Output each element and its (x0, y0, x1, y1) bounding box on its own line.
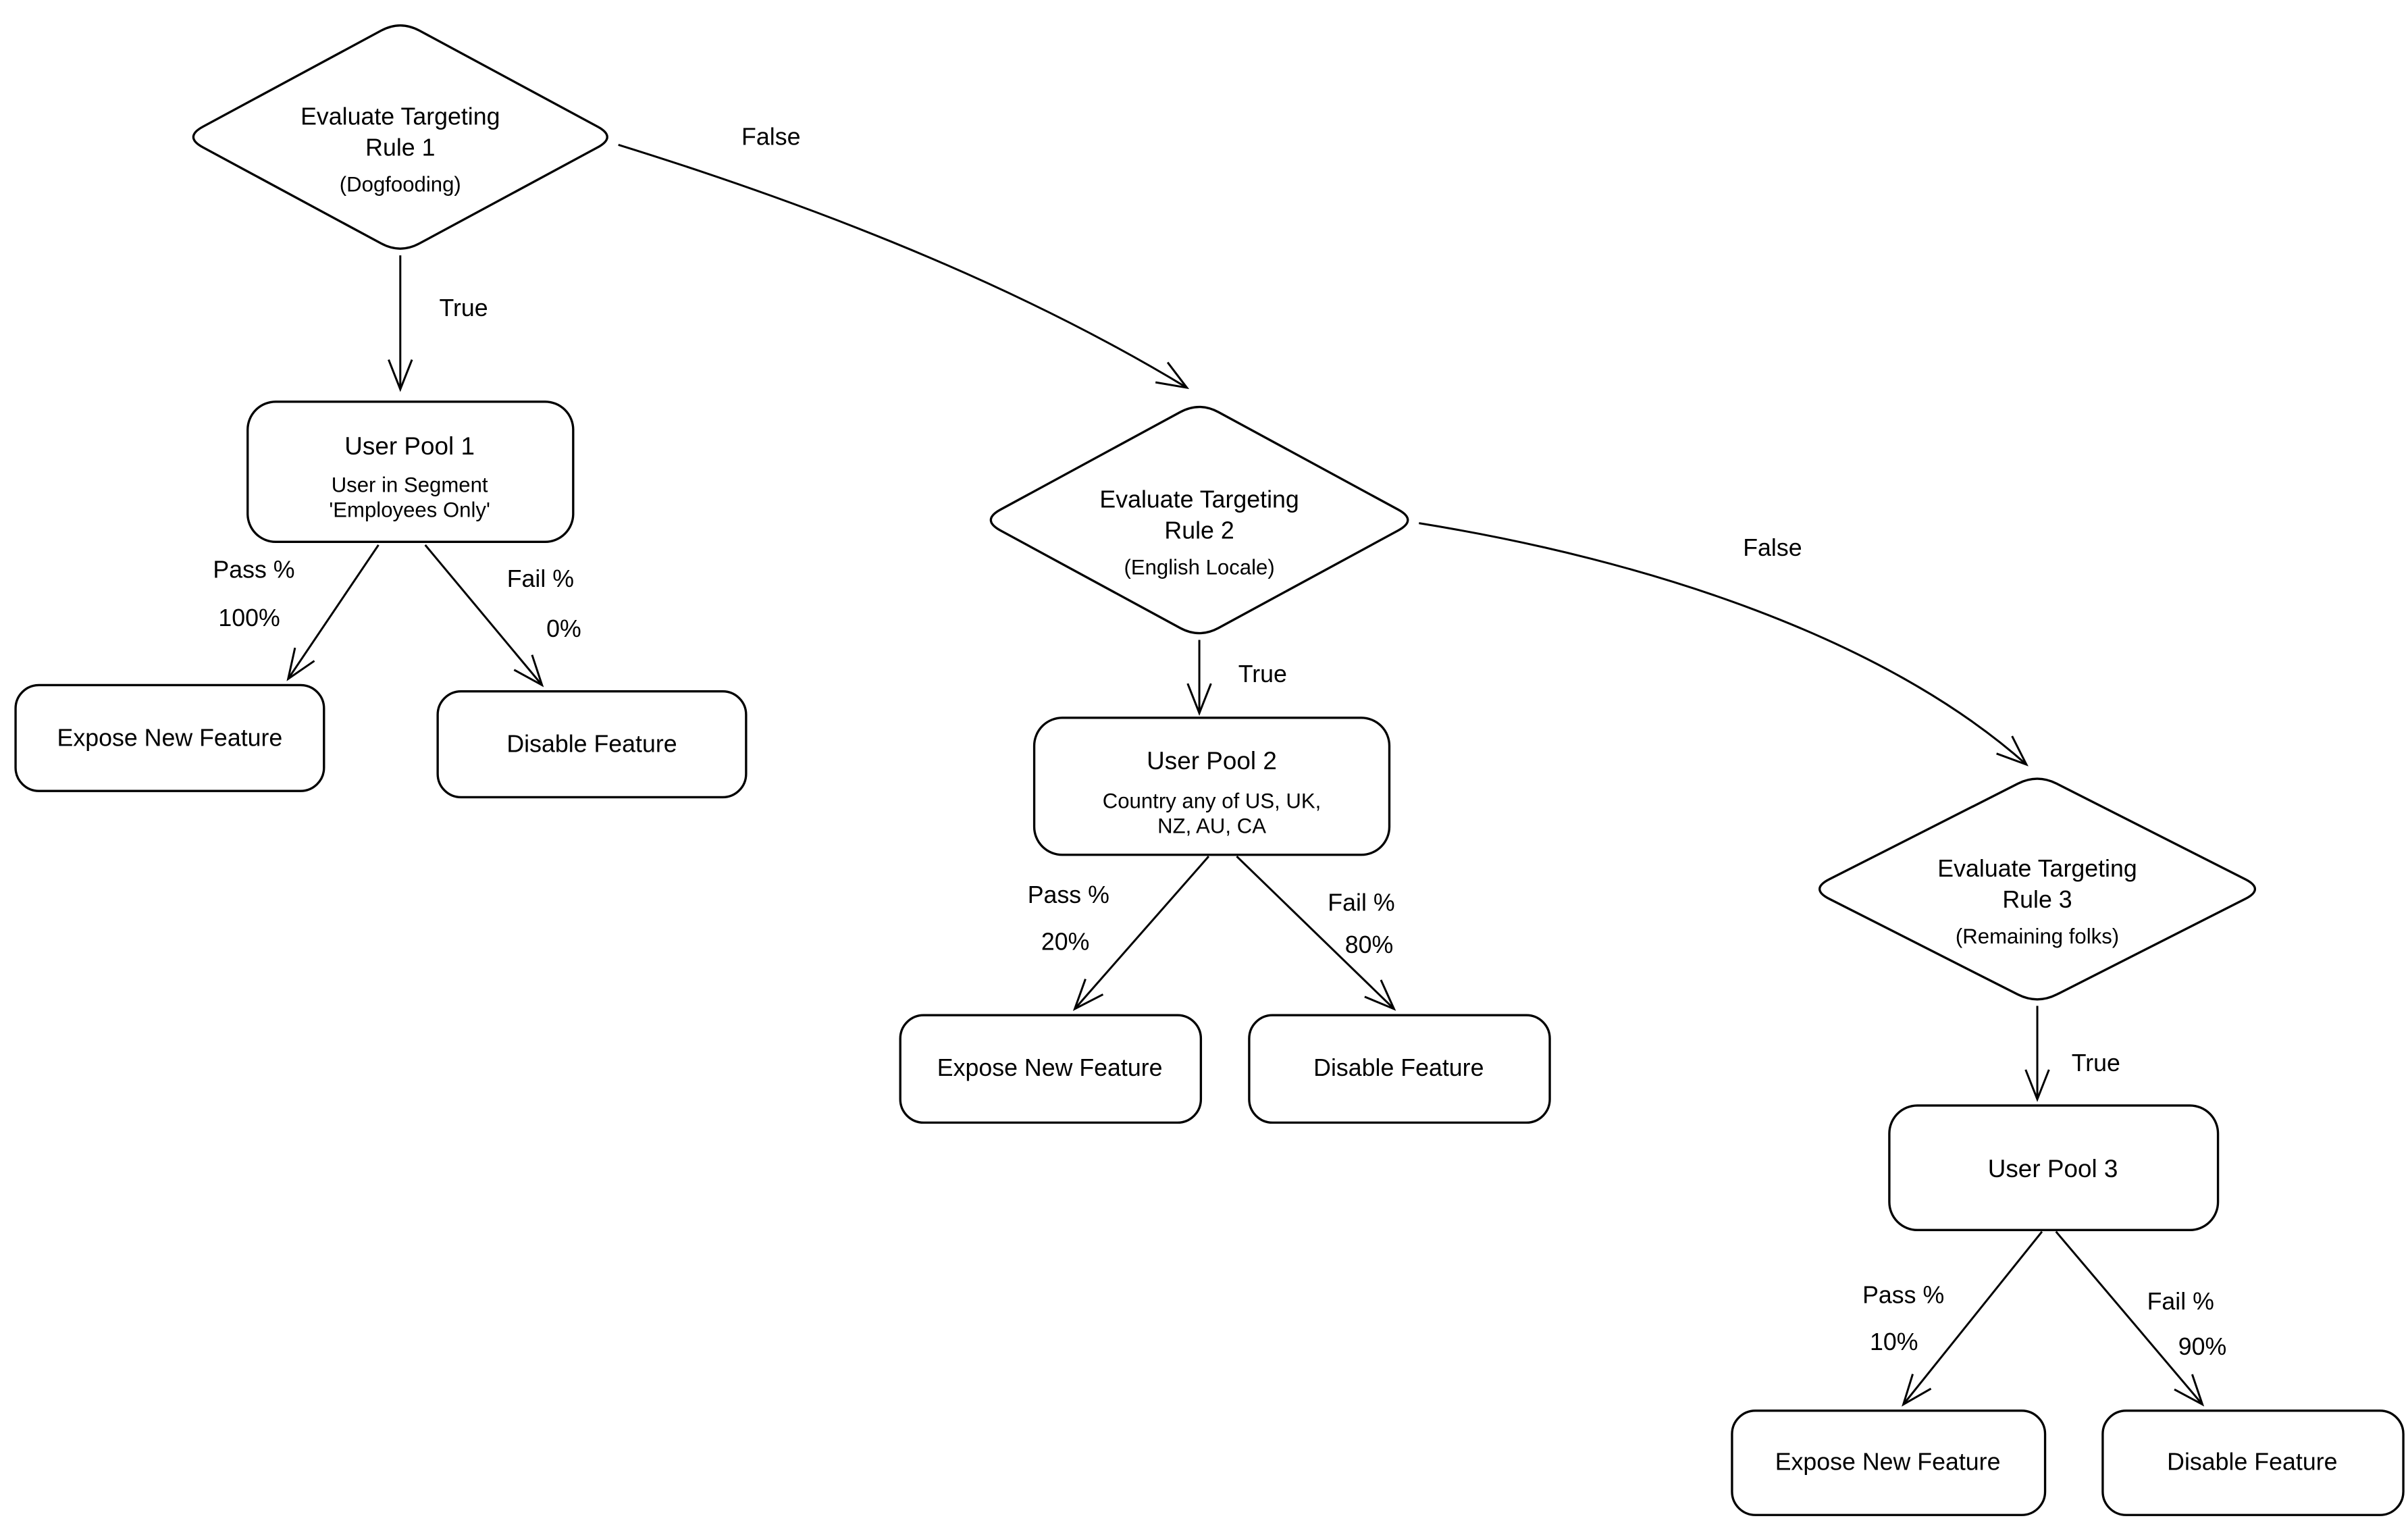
outcome-box (1248, 1014, 1551, 1124)
decision-rule-3: Evaluate Targeting Rule 3 (Remaining fol… (1818, 777, 2256, 1001)
edge-pool3-pass (1902, 1230, 2043, 1407)
label-true-1: True (439, 294, 488, 321)
decision-line2: Rule 1 (365, 134, 435, 161)
user-pool-3: User Pool 3 (1888, 1104, 2220, 1232)
label-pass-1: Pass % (213, 556, 294, 583)
outcome-expose-2: Expose New Feature (899, 1014, 1203, 1124)
diamond-shape (989, 405, 1409, 635)
label-pass-2: Pass % (1028, 881, 1109, 908)
user-pool-1: User Pool 1 User in Segment 'Employees O… (246, 400, 575, 543)
decision-subtitle: (English Locale) (1124, 556, 1274, 579)
pool-desc-line1: User in Segment (332, 473, 488, 497)
outcome-box (899, 1014, 1203, 1124)
edge-rule2-false (1419, 522, 2029, 767)
edge-pool2-pass (1072, 856, 1210, 1012)
outcome-label: Expose New Feature (57, 724, 283, 751)
label-pass-pct-1: 100% (218, 604, 280, 631)
decision-line2: Rule 2 (1164, 517, 1234, 544)
edge-rule1-false (618, 143, 1190, 390)
outcome-label: Expose New Feature (937, 1054, 1163, 1081)
label-fail-2: Fail % (1328, 889, 1394, 916)
diamond-shape (192, 24, 608, 250)
label-fail-1: Fail % (507, 565, 574, 592)
outcome-label: Disable Feature (2167, 1448, 2337, 1475)
decision-line1: Evaluate Targeting (1937, 855, 2137, 882)
edge-pool3-fail (2055, 1230, 2205, 1407)
edges (286, 143, 2205, 1407)
decision-rule-1: Evaluate Targeting Rule 1 (Dogfooding) (192, 24, 608, 250)
edge-pool2-fail (1236, 855, 1396, 1011)
user-pool-2: User Pool 2 Country any of US, UK, NZ, A… (1032, 717, 1391, 856)
pool-box (1888, 1104, 2220, 1232)
outcome-box (2101, 1409, 2405, 1516)
pool-title: User Pool 2 (1147, 747, 1277, 775)
label-true-2: True (1238, 660, 1287, 688)
outcome-label: Disable Feature (1313, 1054, 1484, 1081)
outcome-box (436, 690, 748, 799)
pool-title: User Pool 1 (344, 432, 475, 460)
edge-pool1-pass (286, 544, 379, 681)
outcome-disable-1: Disable Feature (436, 690, 748, 799)
outcome-disable-3: Disable Feature (2101, 1409, 2405, 1516)
label-pass-3: Pass % (1862, 1282, 1944, 1309)
decision-line1: Evaluate Targeting (1099, 486, 1299, 513)
outcome-expose-1: Expose New Feature (14, 683, 325, 792)
outcome-box (1731, 1409, 2047, 1516)
diamond-shape (1818, 777, 2256, 1001)
label-true-3: True (2072, 1049, 2120, 1077)
decision-subtitle: (Remaining folks) (1956, 925, 2119, 948)
label-fail-pct-1: 0% (546, 615, 581, 642)
pool-desc-line1: Country any of US, UK, (1103, 789, 1321, 813)
label-false-1: False (741, 123, 800, 150)
decision-line2: Rule 3 (2002, 886, 2072, 913)
pool-desc-line2: 'Employees Only' (329, 498, 490, 521)
outcome-box (14, 683, 325, 792)
pool-box (246, 400, 575, 543)
label-false-2: False (1743, 534, 1802, 561)
decision-rule-2: Evaluate Targeting Rule 2 (English Local… (989, 405, 1409, 635)
edge-labels: True False True False True Pass % 100% F… (213, 123, 2226, 1359)
outcome-label: Disable Feature (506, 731, 677, 758)
outcome-disable-2: Disable Feature (1248, 1014, 1551, 1124)
label-fail-pct-2: 80% (1345, 931, 1394, 958)
label-pass-pct-3: 10% (1870, 1328, 1918, 1355)
decision-line1: Evaluate Targeting (300, 103, 500, 130)
pool-desc-line2: NZ, AU, CA (1157, 814, 1266, 837)
edge-pool1-fail (424, 544, 544, 688)
label-fail-pct-3: 90% (2178, 1333, 2227, 1360)
label-fail-3: Fail % (2147, 1288, 2214, 1315)
pool-title: User Pool 3 (1988, 1155, 2118, 1183)
outcome-label: Expose New Feature (1775, 1448, 2001, 1475)
decision-subtitle: (Dogfooding) (340, 173, 461, 197)
outcome-expose-3: Expose New Feature (1731, 1409, 2047, 1516)
label-pass-pct-2: 20% (1041, 928, 1090, 955)
pool-box (1032, 717, 1391, 856)
